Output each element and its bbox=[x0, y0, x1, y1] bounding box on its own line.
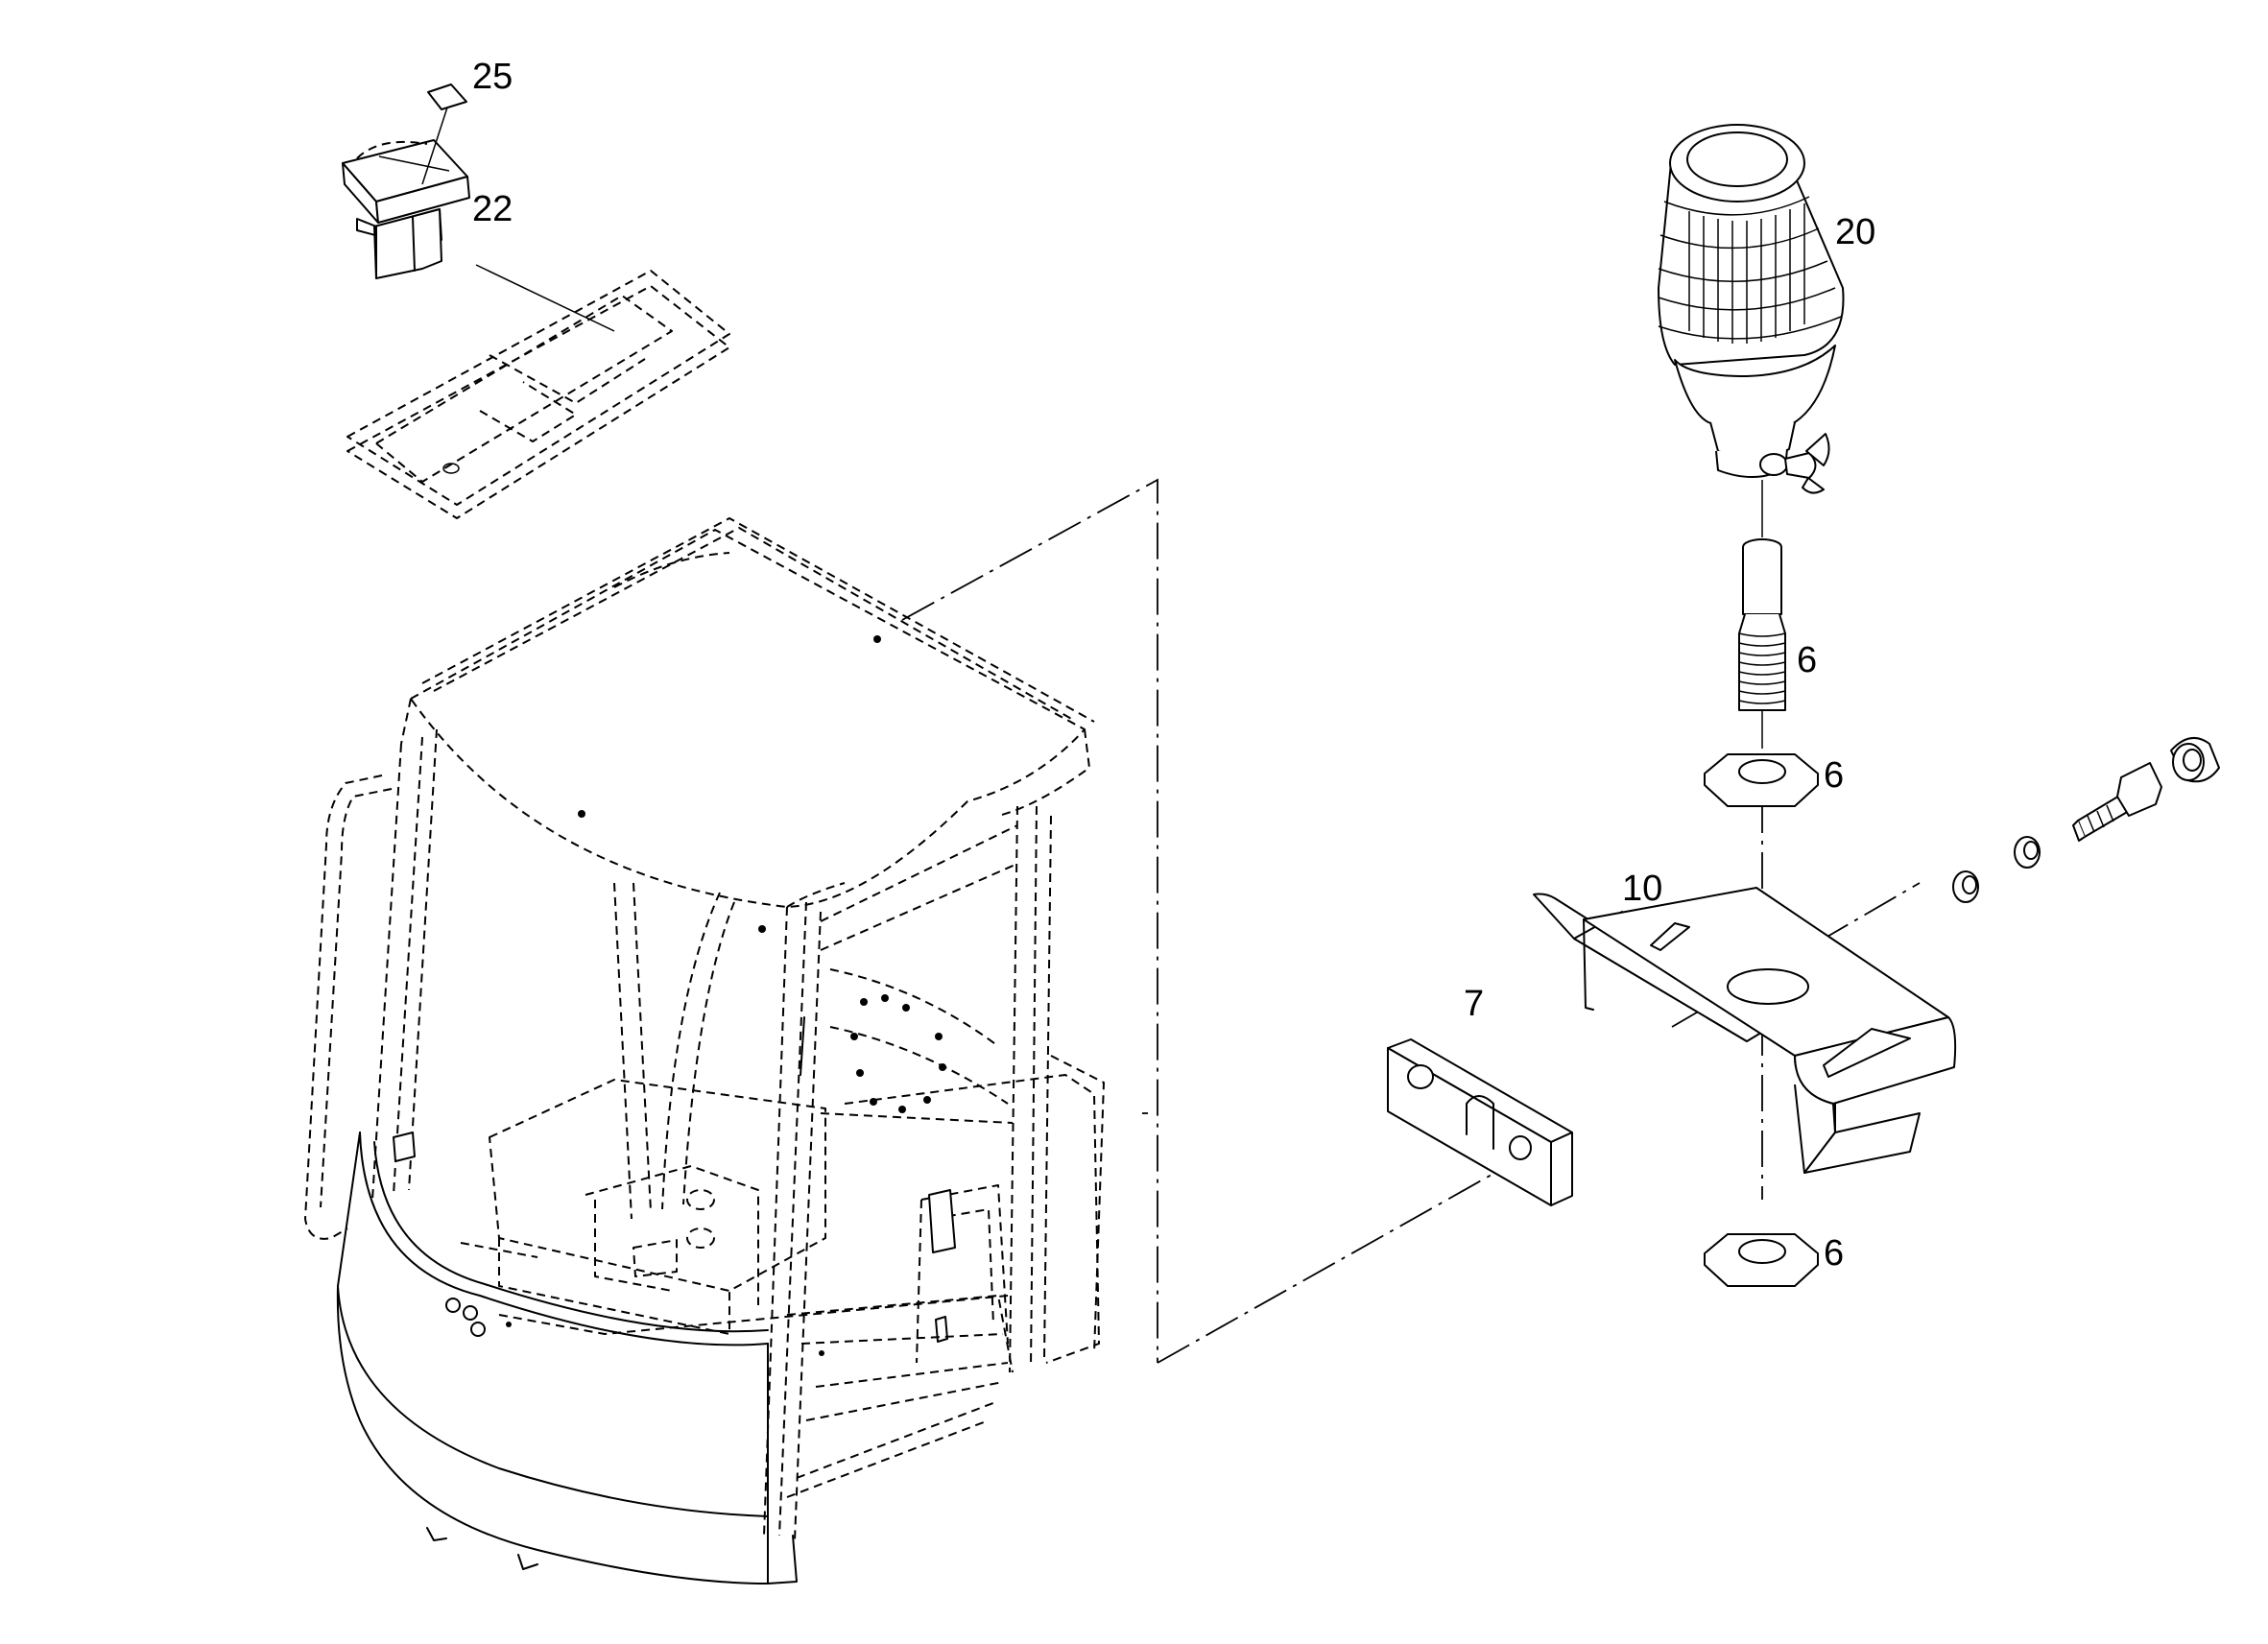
washer-right bbox=[2014, 836, 2041, 869]
callout-7: 7 bbox=[1464, 984, 1484, 1024]
leader-switch-to-panel bbox=[475, 264, 615, 332]
mounting-bracket-part-10 bbox=[1533, 887, 1957, 1174]
threaded-stud-part-6 bbox=[1738, 538, 1786, 749]
callout-25: 25 bbox=[472, 57, 513, 97]
side-panel-rivets bbox=[850, 994, 946, 1113]
rotating-beacon-part-20 bbox=[1658, 124, 1845, 494]
callout-6-upper-nut: 6 bbox=[1824, 755, 1844, 796]
callout-10: 10 bbox=[1622, 869, 1662, 909]
switch-cap-part-25 bbox=[421, 83, 467, 185]
hex-nut-upper-part-6 bbox=[1704, 753, 1819, 807]
hex-bolt bbox=[2072, 762, 2162, 842]
callout-22: 22 bbox=[472, 189, 513, 229]
switch-panel-plate bbox=[346, 270, 730, 519]
callout-20: 20 bbox=[1835, 212, 1875, 252]
rocker-switch-part-22 bbox=[342, 139, 470, 279]
hex-nut-lower-part-6 bbox=[1704, 1233, 1819, 1287]
cabin-frame bbox=[304, 517, 1105, 1584]
cap-nut bbox=[2170, 736, 2220, 783]
beacon-ribbing bbox=[1688, 203, 1805, 344]
slotted-plate-part-7 bbox=[1387, 1038, 1573, 1206]
stud-threads bbox=[1738, 632, 1786, 704]
callout-6-stud: 6 bbox=[1797, 640, 1817, 680]
callout-6-lower-nut: 6 bbox=[1824, 1233, 1844, 1274]
washer-left bbox=[1952, 870, 1979, 903]
